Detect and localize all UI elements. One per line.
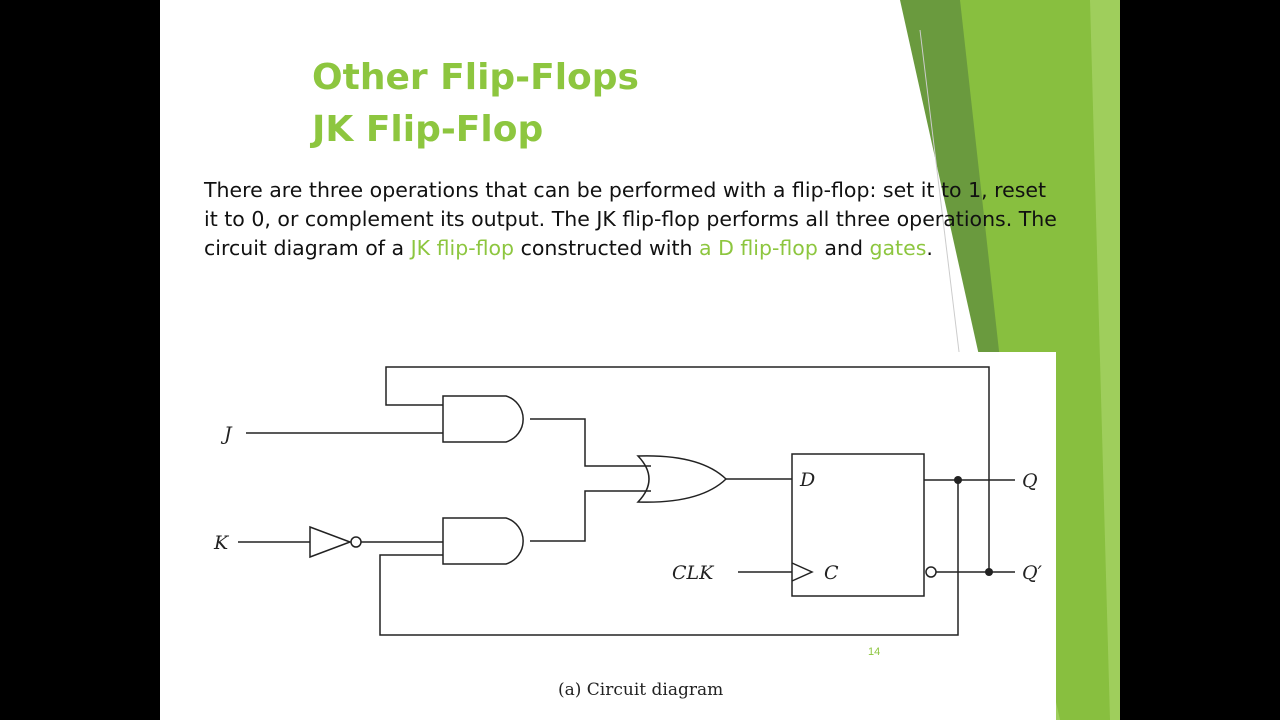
- label-k: K: [213, 532, 230, 554]
- body-text-4: .: [926, 236, 933, 260]
- label-d: D: [799, 469, 815, 491]
- body-text-1: There are three operations that can be p…: [204, 178, 1057, 260]
- page-number: 14: [868, 646, 881, 658]
- q-prime-junction-dot: [985, 568, 993, 576]
- and-gate-lower: [442, 517, 524, 565]
- label-j: J: [220, 423, 233, 445]
- diagram-caption: (a) Circuit diagram: [558, 680, 723, 700]
- label-q: Q: [1022, 470, 1038, 492]
- feedback-wire-top: [385, 366, 990, 572]
- feedback-wire-bottom: [379, 480, 959, 636]
- and-lower-to-or-wire: [530, 490, 651, 542]
- body-text-3: and: [817, 236, 870, 260]
- title-line-1: Other Flip-Flops: [312, 57, 639, 98]
- inverter-bubble: [350, 536, 362, 548]
- clock-triangle: [791, 562, 814, 582]
- d-flip-flop-link[interactable]: a D flip-flop: [699, 236, 818, 260]
- and-upper-to-or-wire: [530, 418, 651, 467]
- slide: Other Flip-Flops JK Flip-Flop There are …: [160, 0, 1120, 720]
- label-q-prime: Q′: [1022, 562, 1043, 584]
- q-prime-bubble: [925, 566, 937, 578]
- inverter-gate: [309, 525, 353, 559]
- gates-link[interactable]: gates: [869, 236, 927, 260]
- circuit-diagram: J K CLK D C Q Q′ (a) Circuit diagram: [160, 352, 1056, 720]
- circuit-svg: J K CLK D C Q Q′ (a) Circuit diagram: [213, 366, 1043, 700]
- d-flip-flop-box: [791, 453, 925, 597]
- body-paragraph: There are three operations that can be p…: [204, 176, 1064, 263]
- jk-flip-flop-link[interactable]: JK flip-flop: [410, 236, 515, 260]
- title-line-2: JK Flip-Flop: [312, 109, 544, 150]
- body-text-2: constructed with: [514, 236, 699, 260]
- label-clk: CLK: [672, 562, 715, 584]
- q-junction-dot: [954, 476, 962, 484]
- or-gate: [636, 455, 728, 503]
- label-c: C: [824, 562, 839, 584]
- and-gate-upper: [442, 395, 524, 443]
- slide-title: Other Flip-Flops JK Flip-Flop: [312, 52, 639, 156]
